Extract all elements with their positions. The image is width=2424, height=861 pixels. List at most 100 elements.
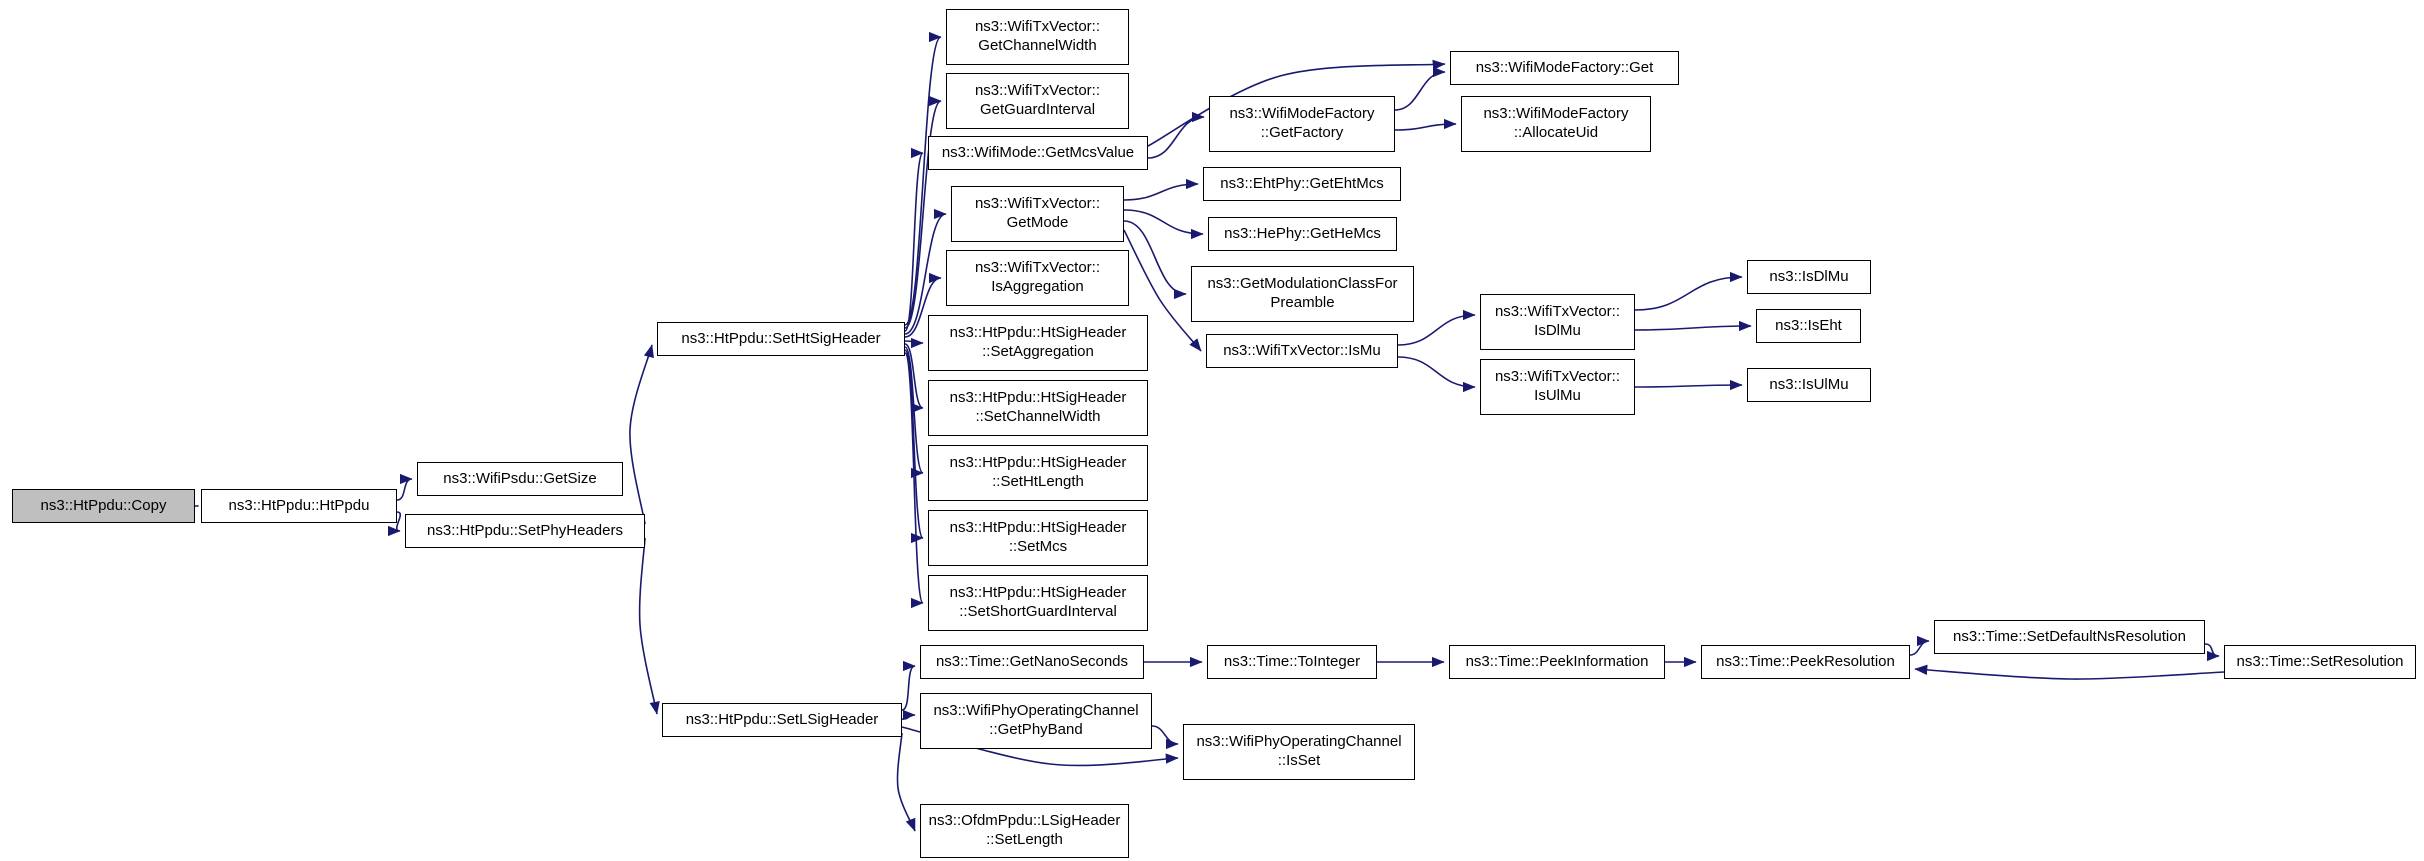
node-label-line: ns3::Time::PeekInformation [1465,652,1649,670]
node-setmcs[interactable]: ns3::HtPpdu::HtSigHeader::SetMcs [928,510,1148,566]
edge-sethtsig-to-setmcs [904,349,924,543]
node-label-line: IsAggregation [991,278,1084,295]
node-copy[interactable]: ns3::HtPpdu::Copy [12,489,195,523]
node-sethtsig[interactable]: ns3::HtPpdu::SetHtSigHeader [657,322,905,356]
node-label-line: ns3::WifiTxVector:: [974,195,1101,213]
node-getguardinterval[interactable]: ns3::WifiTxVector::GetGuardInterval [946,73,1129,129]
node-label-line: ns3::Time::ToInteger [1223,652,1361,670]
edge-getfactory-to-allocateuid [1394,118,1457,131]
node-isulmu[interactable]: ns3::IsUlMu [1747,368,1871,402]
node-setresolution[interactable]: ns3::Time::SetResolution [2224,645,2416,679]
edge-setphyheaders-to-setlsig [638,537,660,715]
node-setdefaultns[interactable]: ns3::Time::SetDefaultNsResolution [1934,620,2205,654]
node-label-line: ns3::HtPpdu::HtSigHeader [949,454,1127,472]
edge-wtvisdlmu-to-iseht [1634,320,1752,332]
node-wtvisdlmu[interactable]: ns3::WifiTxVector::IsDlMu [1480,294,1635,350]
node-setchannelwidth[interactable]: ns3::HtPpdu::HtSigHeader::SetChannelWidt… [928,380,1148,436]
node-getsize[interactable]: ns3::WifiPsdu::GetSize [417,462,623,496]
node-setlength[interactable]: ns3::OfdmPpdu::LSigHeader::SetLength [920,804,1129,858]
edge-getmode-to-getehtmcs [1123,178,1199,201]
edge-setlsig-to-getphyband [901,709,916,721]
node-label-line: ::GetPhyBand [989,721,1083,738]
node-label-line: ns3::WifiModeFactory::Get [1475,58,1654,76]
edge-wtvisulmu-to-isulmu [1634,379,1743,391]
node-label-line: ns3::WifiTxVector:: [974,259,1101,277]
node-setaggregation[interactable]: ns3::HtPpdu::HtSigHeader::SetAggregation [928,315,1148,371]
edge-sethtsig-to-setchannelwidth [904,343,924,414]
node-setlsig[interactable]: ns3::HtPpdu::SetLSigHeader [662,703,902,737]
edge-setdefaultns-to-setresolution [2204,643,2220,662]
node-label-line: ns3::HtPpdu::SetPhyHeaders [427,521,623,539]
node-label-line: ns3::WifiPsdu::GetSize [443,469,597,487]
node-isaggregation[interactable]: ns3::WifiTxVector::IsAggregation [946,250,1129,306]
node-label-line: ::SetLength [986,831,1063,848]
node-peekresolution[interactable]: ns3::Time::PeekResolution [1701,645,1910,679]
node-gethemcs[interactable]: ns3::HePhy::GetHeMcs [1208,217,1397,251]
node-label-line: ns3::WifiTxVector:: [1494,303,1621,321]
node-issett[interactable]: ns3::WifiPhyOperatingChannel::IsSet [1183,724,1415,780]
edge-getfactory-to-wmfget [1394,66,1446,111]
node-label-line: GetChannelWidth [978,37,1097,54]
edge-sethtsig-to-getchannelwidth [904,32,942,326]
node-label-line: ns3::WifiMode::GetMcsValue [941,143,1135,161]
edge-setresolution-to-peekresolution [1914,664,2225,680]
edge-peekresolution-to-setdefaultns [1909,635,1930,656]
node-label-line: ns3::WifiTxVector:: [974,18,1101,36]
node-label-line: ns3::IsUlMu [1769,375,1849,393]
node-wtvisulmu[interactable]: ns3::WifiTxVector::IsUlMu [1480,359,1635,415]
node-label-line: ::SetChannelWidth [975,408,1101,425]
node-label-line: ns3::HtPpdu::SetHtSigHeader [681,329,881,347]
edge-getmode-to-gethemcs [1123,209,1204,240]
edge-sethtsig-to-isaggregation [904,272,942,338]
node-tointeger[interactable]: ns3::Time::ToInteger [1207,645,1377,679]
node-peekinformation[interactable]: ns3::Time::PeekInformation [1449,645,1665,679]
node-getehtmcs[interactable]: ns3::EhtPhy::GetEhtMcs [1203,167,1401,201]
node-label-line: ns3::HtPpdu::HtPpdu [228,496,370,514]
node-label-line: GetMode [1006,214,1069,231]
node-label-line: ns3::HtPpdu::HtSigHeader [949,324,1127,342]
node-sethtlength[interactable]: ns3::HtPpdu::HtSigHeader::SetHtLength [928,445,1148,501]
node-label-line: ns3::WifiModeFactory [1483,105,1629,123]
node-label-line: IsUlMu [1534,387,1581,404]
node-ismu[interactable]: ns3::WifiTxVector::IsMu [1206,334,1398,368]
node-label-line: ::SetAggregation [982,343,1094,360]
node-label-line: ns3::HtPpdu::HtSigHeader [949,389,1127,407]
edge-sethtsig-to-getmode [904,208,947,335]
node-label-line: ns3::WifiTxVector:: [974,82,1101,100]
node-getphyband[interactable]: ns3::WifiPhyOperatingChannel::GetPhyBand [920,693,1152,749]
node-setphyheaders[interactable]: ns3::HtPpdu::SetPhyHeaders [405,514,645,548]
node-label-line: ns3::WifiModeFactory [1229,105,1375,123]
node-label-line: ::SetHtLength [992,473,1084,490]
node-getchannelwidth[interactable]: ns3::WifiTxVector::GetChannelWidth [946,9,1129,65]
node-label-line: ns3::WifiPhyOperatingChannel [933,702,1139,720]
edge-getphyband-to-issett [1151,725,1179,750]
node-label-line: ns3::WifiTxVector:: [1494,368,1621,386]
node-label-line: GetGuardInterval [979,101,1096,118]
node-getmode[interactable]: ns3::WifiTxVector::GetMode [951,186,1124,242]
node-label-line: ns3::GetModulationClassFor [1207,275,1398,293]
node-isdlmu[interactable]: ns3::IsDlMu [1747,260,1871,294]
edge-sethtsig-to-sethtlength [904,346,924,479]
node-label-line: ns3::Time::PeekResolution [1716,652,1895,670]
node-iseht[interactable]: ns3::IsEht [1756,309,1861,343]
node-label-line: ns3::WifiPhyOperatingChannel [1196,733,1402,751]
node-getfactory[interactable]: ns3::WifiModeFactory::GetFactory [1209,96,1395,152]
edge-setphyheaders-to-sethtsig [629,344,654,525]
node-getnanoseconds[interactable]: ns3::Time::GetNanoSeconds [920,645,1144,679]
edge-getmcsvalue-to-getfactory [1147,111,1205,159]
node-label-line: ::IsSet [1277,752,1321,769]
edge-sethtsig-to-setshortgi [904,352,924,608]
node-getmcsvalue[interactable]: ns3::WifiMode::GetMcsValue [928,136,1148,170]
node-label-line: ns3::HtPpdu::HtSigHeader [949,519,1127,537]
node-allocateuid[interactable]: ns3::WifiModeFactory::AllocateUid [1461,96,1651,152]
node-wmfget[interactable]: ns3::WifiModeFactory::Get [1450,51,1679,85]
edge-ismu-to-wtvisulmu [1397,356,1476,393]
node-label-line: ns3::Time::SetResolution [2236,652,2404,670]
edge-htppdu-to-getsize [396,473,413,501]
edge-getmcsvalue-to-wmfget [1147,59,1446,147]
node-htppdu[interactable]: ns3::HtPpdu::HtPpdu [201,489,397,523]
edge-setlsig-to-setlength [896,732,916,832]
node-setshortgi[interactable]: ns3::HtPpdu::HtSigHeader::SetShortGuardI… [928,575,1148,631]
